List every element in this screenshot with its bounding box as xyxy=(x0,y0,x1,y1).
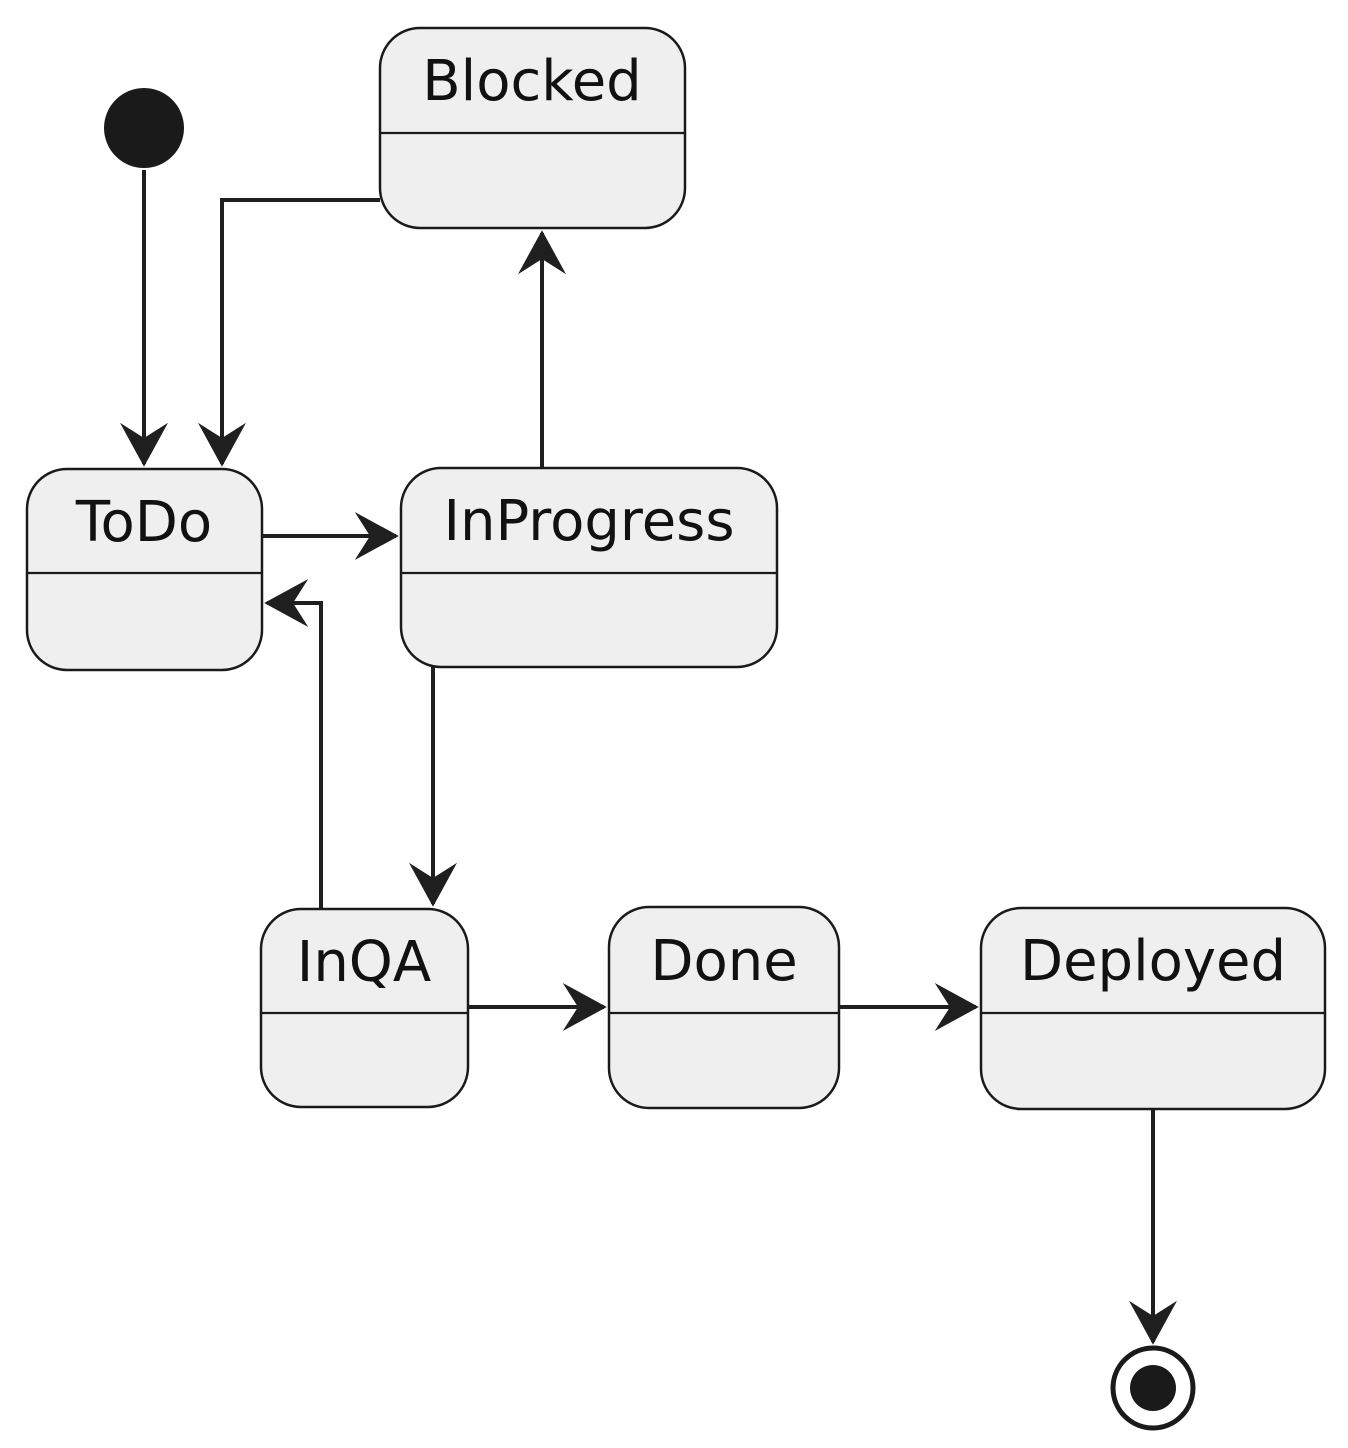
state-inqa-box xyxy=(259,907,470,1109)
transition-inqa-todo xyxy=(264,579,323,909)
final-state-inner-dot xyxy=(1130,1365,1176,1411)
state-todo-title: ToDo xyxy=(75,490,212,555)
state-blocked-title: Blocked xyxy=(422,49,641,114)
state-inqa: InQA xyxy=(259,907,470,1109)
state-deployed-title: Deployed xyxy=(1020,929,1286,994)
initial-state-dot xyxy=(104,88,184,168)
state-blocked-box xyxy=(378,26,687,230)
final-state xyxy=(1110,1345,1196,1431)
state-deployed-box xyxy=(979,906,1327,1111)
state-done: Done xyxy=(607,905,841,1110)
state-todo-box xyxy=(25,467,264,672)
transition-blocked-todo xyxy=(198,198,380,467)
state-inqa-title: InQA xyxy=(297,930,431,995)
state-done-box xyxy=(607,905,841,1110)
state-deployed: Deployed xyxy=(979,906,1327,1111)
state-blocked: Blocked xyxy=(378,26,687,230)
state-done-title: Done xyxy=(650,929,797,994)
state-todo: ToDo xyxy=(25,467,264,672)
state-inprogress: InProgress xyxy=(399,466,779,669)
transitions-layer xyxy=(120,170,1177,1345)
state-inprogress-box xyxy=(399,466,779,669)
state-inprogress-title: InProgress xyxy=(444,489,735,554)
